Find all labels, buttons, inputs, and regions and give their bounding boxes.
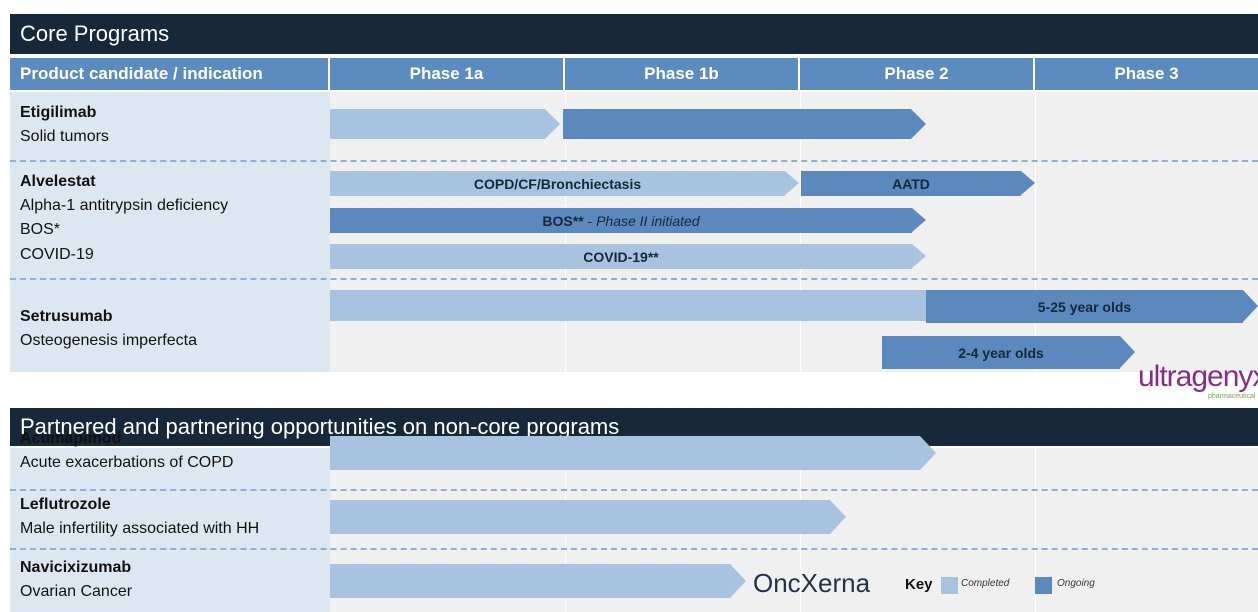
alvelestat-name: Alvelestat: [20, 173, 96, 190]
key-completed-text: Completed: [961, 578, 1010, 589]
phase-2-label: Phase 2: [884, 64, 949, 83]
key-completed-swatch: [941, 577, 958, 594]
alvelestat-bos-label: BOS**: [542, 212, 584, 229]
acumapimod-indication: Acute exacerbations of COPD: [20, 454, 234, 471]
phase-1a-header: Phase 1a: [330, 58, 565, 90]
alvelestat-bos-separator: -: [583, 212, 597, 229]
leflutrozole-indication: Male infertility associated with HH: [20, 520, 260, 537]
key-ongoing-text: Ongoing: [1057, 578, 1095, 589]
alvelestat-bos-status: Phase II initiated: [596, 212, 700, 229]
alvelestat-covid-label: COVID-19**: [583, 248, 659, 265]
row-divider: [10, 278, 1258, 280]
product-column-header: Product candidate / indication: [10, 58, 330, 90]
key-label: Key: [905, 576, 933, 593]
partnered-programs-title: Partnered and partnering opportunities o…: [20, 414, 620, 439]
acumapimod-name: Acumapimod: [20, 430, 122, 447]
setrusumab-2-4-bar: 2-4 year olds: [882, 336, 1135, 369]
alvelestat-aatd-bar: AATD: [801, 171, 1035, 196]
navicixizumab-name: Navicixizumab: [20, 559, 132, 576]
oncxerna-logo: OncXerna: [753, 568, 871, 598]
row-divider: [10, 489, 1258, 491]
setrusumab-2-4-label: 2-4 year olds: [958, 344, 1044, 361]
alvelestat-aatd-label: AATD: [892, 175, 930, 192]
product-column-label: Product candidate / indication: [20, 64, 263, 83]
alvelestat-bos-bar: BOS** - Phase II initiated: [330, 208, 926, 233]
core-gridline-3: [1035, 92, 1036, 372]
phase-1a-label: Phase 1a: [409, 64, 484, 83]
ultragenyx-logo-subtitle: pharmaceutical: [1208, 393, 1256, 400]
etigilimab-phase1a-bar: [330, 109, 560, 139]
alvelestat-indication-aatd: Alpha-1 antitrypsin deficiency: [20, 197, 229, 214]
alvelestat-indication-covid: COVID-19: [20, 246, 94, 263]
etigilimab-indication: Solid tumors: [20, 128, 109, 145]
core-programs-header: Core Programs: [10, 14, 1258, 54]
setrusumab-indication: Osteogenesis imperfecta: [20, 332, 197, 349]
alvelestat-copd-label: COPD/CF/Bronchiectasis: [473, 175, 642, 192]
etigilimab-name: Etigilimab: [20, 104, 97, 121]
setrusumab-5-25-bar: 5-25 year olds: [926, 290, 1258, 323]
phase-3-label: Phase 3: [1114, 64, 1179, 83]
setrusumab-5-25-label: 5-25 year olds: [1037, 298, 1132, 315]
row-divider: [10, 548, 1258, 550]
phase-1b-label: Phase 1b: [644, 64, 719, 83]
etigilimab-phase1b-2-bar: [563, 109, 926, 139]
partnered-label-column: [10, 448, 330, 612]
alvelestat-covid-bar: COVID-19**: [330, 244, 926, 269]
setrusumab-name: Setrusumab: [20, 308, 113, 325]
acumapimod-bar: [330, 436, 936, 470]
alvelestat-copd-bar: COPD/CF/Bronchiectasis: [330, 171, 799, 196]
phase-2-header: Phase 2: [800, 58, 1035, 90]
phase-3-header: Phase 3: [1035, 58, 1258, 90]
partnered-gridline-3: [1035, 448, 1036, 612]
core-label-column: [10, 92, 330, 372]
alvelestat-indication-bos: BOS*: [20, 221, 61, 238]
row-divider: [10, 160, 1258, 162]
leflutrozole-name: Leflutrozole: [20, 496, 111, 513]
leflutrozole-bar: [330, 500, 846, 534]
phase-1b-header: Phase 1b: [565, 58, 800, 90]
navicixizumab-bar: [330, 564, 746, 598]
core-programs-title: Core Programs: [20, 21, 170, 46]
key-ongoing-swatch: [1035, 577, 1052, 594]
setrusumab-completed-bar: [330, 290, 941, 321]
ultragenyx-logo: ultragenyx: [1138, 360, 1258, 393]
navicixizumab-indication: Ovarian Cancer: [20, 583, 133, 600]
